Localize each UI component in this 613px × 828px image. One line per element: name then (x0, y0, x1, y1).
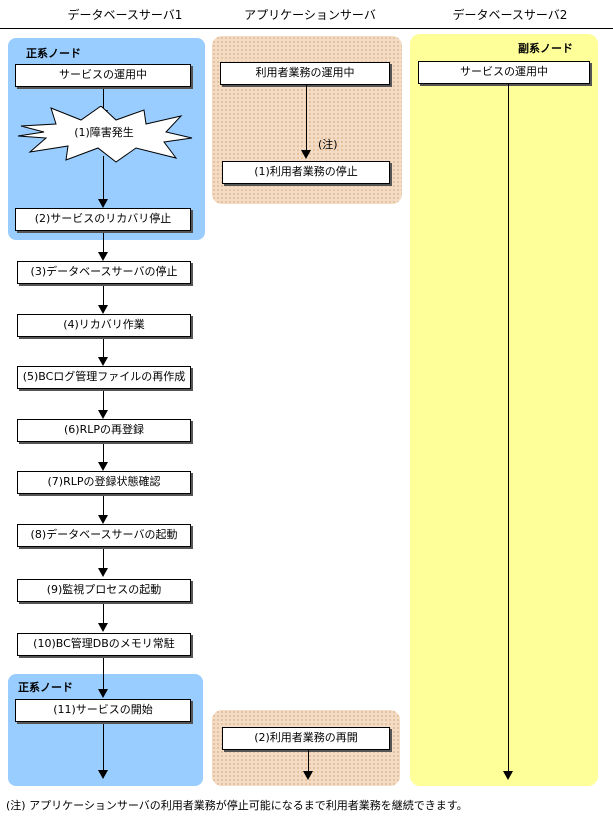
db1-arrowhead (98, 357, 108, 366)
app-stop-box: (1)利用者業務の停止 (222, 161, 390, 184)
db1-step-10-box: (10)BC管理DBのメモリ常駐 (17, 633, 191, 656)
db1-connector (103, 656, 104, 690)
db1-step-2-box: (2)サービスのリカバリ停止 (15, 208, 191, 231)
db2-connector (508, 84, 509, 772)
db1-connector (103, 494, 104, 516)
db1-arrowhead (98, 770, 108, 779)
db1-running-box: サービスの運用中 (15, 64, 191, 87)
db1-step-11-box: (11)サービスの開始 (15, 699, 191, 722)
app-connector (308, 750, 309, 772)
secondary-node-region (410, 34, 598, 786)
primary-node-label-bottom: 正系ノード (18, 681, 73, 694)
app-connector (306, 85, 307, 150)
db1-step-9-box: (9)監視プロセスの起動 (17, 579, 191, 602)
footnote: (注) アプリケーションサーバの利用者業務が停止可能になるまで利用者業務を継続で… (6, 799, 468, 812)
db1-connector (103, 156, 104, 200)
db1-step-3-box: (3)データベースサーバの停止 (17, 261, 191, 284)
db1-connector (103, 721, 104, 771)
db1-arrowhead (98, 568, 108, 577)
db1-step-8-box: (8)データベースサーバの起動 (17, 524, 191, 547)
column-title-app: アプリケーションサーバ (244, 8, 376, 22)
secondary-node-label: 副系ノード (518, 42, 573, 55)
app-arrowhead (303, 771, 313, 780)
app-resume-box: (2)利用者業務の再開 (222, 727, 390, 750)
db2-running-box: サービスの運用中 (418, 61, 590, 84)
db1-arrowhead (98, 305, 108, 314)
db2-arrowhead (503, 771, 513, 780)
app-running-box: 利用者業務の運用中 (220, 62, 390, 85)
column-title-db2: データベースサーバ2 (452, 8, 568, 22)
db1-step-4-box: (4)リカバリ作業 (17, 314, 191, 337)
db1-connector (103, 231, 104, 253)
db1-connector (103, 441, 104, 463)
db1-connector (103, 284, 104, 306)
db1-step-6-box: (6)RLPの再登録 (17, 419, 191, 442)
column-title-db1: データベースサーバ1 (67, 8, 183, 22)
db1-connector (103, 547, 104, 569)
app-arrowhead (301, 150, 311, 159)
header-divider (0, 28, 613, 29)
db1-arrowhead (98, 462, 108, 471)
primary-node-label-top: 正系ノード (26, 47, 81, 60)
db1-arrowhead (98, 410, 108, 419)
note-marker: (注) (318, 138, 338, 151)
db1-arrowhead (98, 199, 108, 208)
db1-connector (103, 336, 104, 358)
db1-arrowhead (98, 689, 108, 698)
failure-burst-shape (17, 106, 193, 163)
db1-step-7-box: (7)RLPの登録状態確認 (17, 471, 191, 494)
db1-connector (103, 86, 104, 110)
db1-arrowhead (98, 515, 108, 524)
db1-arrowhead (98, 623, 108, 632)
db1-connector (103, 389, 104, 411)
db1-step-5-box: (5)BCログ管理ファイルの再作成 (17, 366, 191, 389)
failure-label: (1)障害発生 (74, 126, 134, 139)
db1-arrowhead (98, 252, 108, 261)
db1-connector (103, 602, 104, 624)
